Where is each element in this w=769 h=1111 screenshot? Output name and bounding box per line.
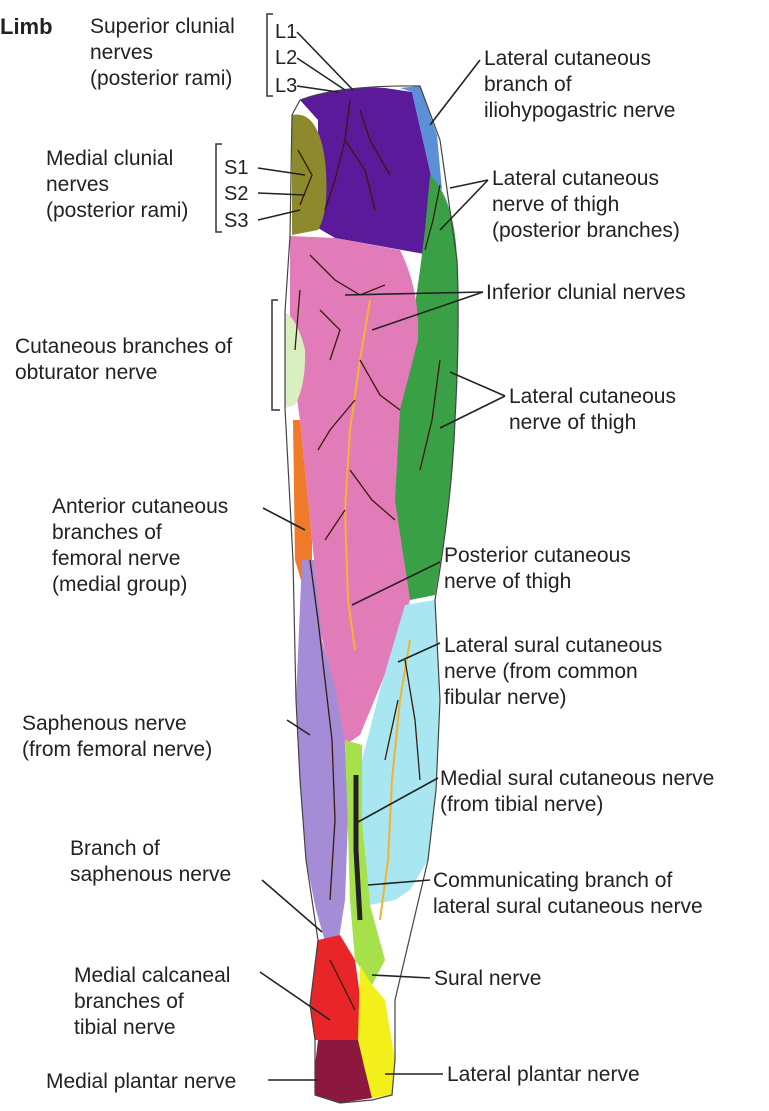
label-L2: L2: [275, 48, 297, 68]
label-sural: Sural nerve: [434, 966, 541, 992]
label-lateral-thigh-posterior: Lateral cutaneous nerve of thigh (poster…: [492, 166, 680, 244]
label-inferior-clunial: Inferior clunial nerves: [486, 280, 686, 306]
label-posterior-thigh: Posterior cutaneous nerve of thigh: [444, 543, 631, 595]
label-iliohypogastric: Lateral cutaneous branch of iliohypogast…: [484, 46, 675, 124]
label-S2: S2: [224, 184, 248, 204]
region-calcaneal: [310, 935, 362, 1040]
label-superior-clunial: Superior clunial nerves (posterior rami): [90, 14, 235, 92]
label-lateral-sural: Lateral sural cutaneous nerve (from comm…: [444, 633, 662, 711]
label-L3: L3: [275, 76, 297, 96]
label-S3: S3: [224, 211, 248, 231]
label-branch-saphenous: Branch of saphenous nerve: [70, 836, 231, 888]
label-medial-plantar: Medial plantar nerve: [46, 1069, 236, 1095]
label-S1: S1: [224, 158, 248, 178]
figure-title: Limb: [0, 14, 53, 40]
label-anterior-femoral: Anterior cutaneous branches of femoral n…: [52, 494, 228, 598]
label-medial-sural: Medial sural cutaneous nerve (from tibia…: [440, 766, 714, 818]
label-lateral-thigh: Lateral cutaneous nerve of thigh: [509, 384, 676, 436]
label-lateral-plantar: Lateral plantar nerve: [447, 1062, 640, 1088]
label-medial-calcaneal: Medial calcaneal branches of tibial nerv…: [74, 963, 230, 1041]
label-saphenous: Saphenous nerve (from femoral nerve): [22, 711, 212, 763]
label-obturator: Cutaneous branches of obturator nerve: [15, 334, 232, 386]
label-L1: L1: [275, 22, 297, 42]
label-medial-clunial: Medial clunial nerves (posterior rami): [46, 146, 188, 224]
label-communicating: Communicating branch of lateral sural cu…: [433, 868, 703, 920]
